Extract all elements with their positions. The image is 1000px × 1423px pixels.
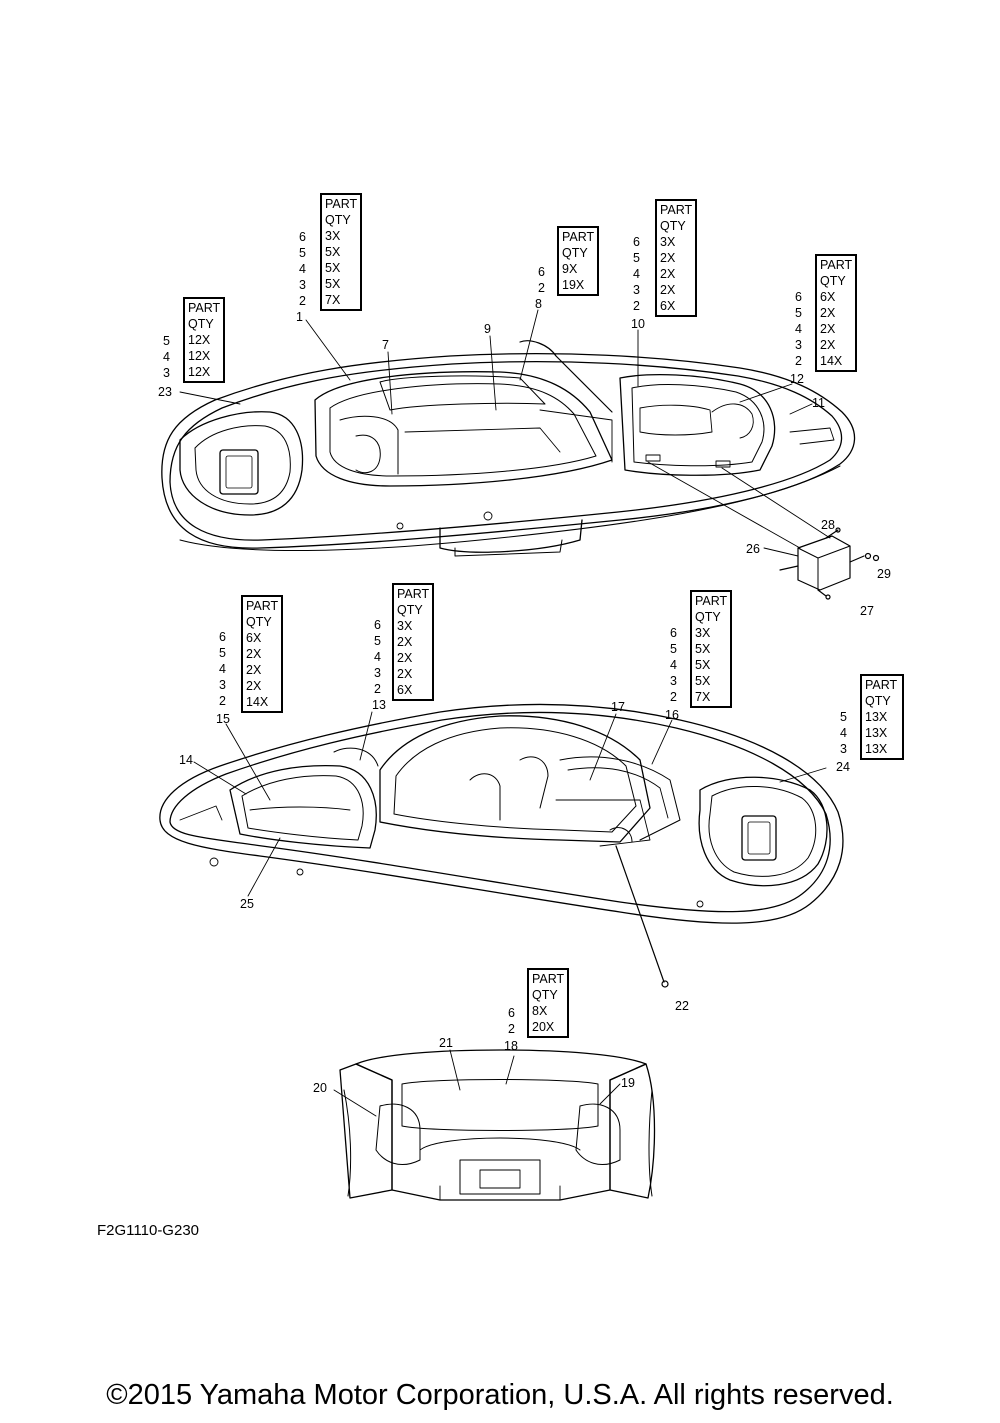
middle-deck-drawing (159, 703, 844, 988)
callout-10: 10 (631, 317, 645, 331)
diagram-code: F2G1110-G230 (97, 1222, 200, 1239)
callout-20: 20 (313, 1081, 327, 1095)
callout-21: 21 (439, 1036, 453, 1050)
callout-8: 8 (535, 297, 542, 311)
callout-11: 11 (812, 396, 825, 410)
callout-1: 1 (296, 310, 303, 324)
bracket-assembly-drawing (647, 461, 880, 600)
callout-29: 29 (877, 567, 891, 581)
copyright-notice: ©2015 Yamaha Motor Corporation, U.S.A. A… (106, 1379, 894, 1411)
callout-22: 22 (675, 999, 689, 1013)
callout-15: 15 (216, 712, 230, 726)
callout-23: 23 (158, 385, 172, 399)
top-deck-drawing (161, 340, 856, 557)
rear-view-drawing (339, 1049, 656, 1201)
callout-13: 13 (372, 698, 386, 712)
callout-26: 26 (746, 542, 760, 556)
callout-28: 28 (821, 518, 835, 532)
callout-14: 14 (179, 753, 193, 767)
callout-17: 17 (611, 700, 625, 714)
callout-25: 25 (240, 897, 254, 911)
leader-lines (179, 309, 827, 1117)
callout-27: 27 (860, 604, 874, 618)
callout-18: 18 (504, 1039, 518, 1053)
callout-9: 9 (484, 322, 491, 336)
callout-24: 24 (836, 760, 850, 774)
callout-12: 12 (790, 372, 804, 386)
callout-19: 19 (621, 1076, 635, 1090)
callout-16: 16 (665, 708, 679, 722)
callout-7: 7 (382, 338, 389, 352)
